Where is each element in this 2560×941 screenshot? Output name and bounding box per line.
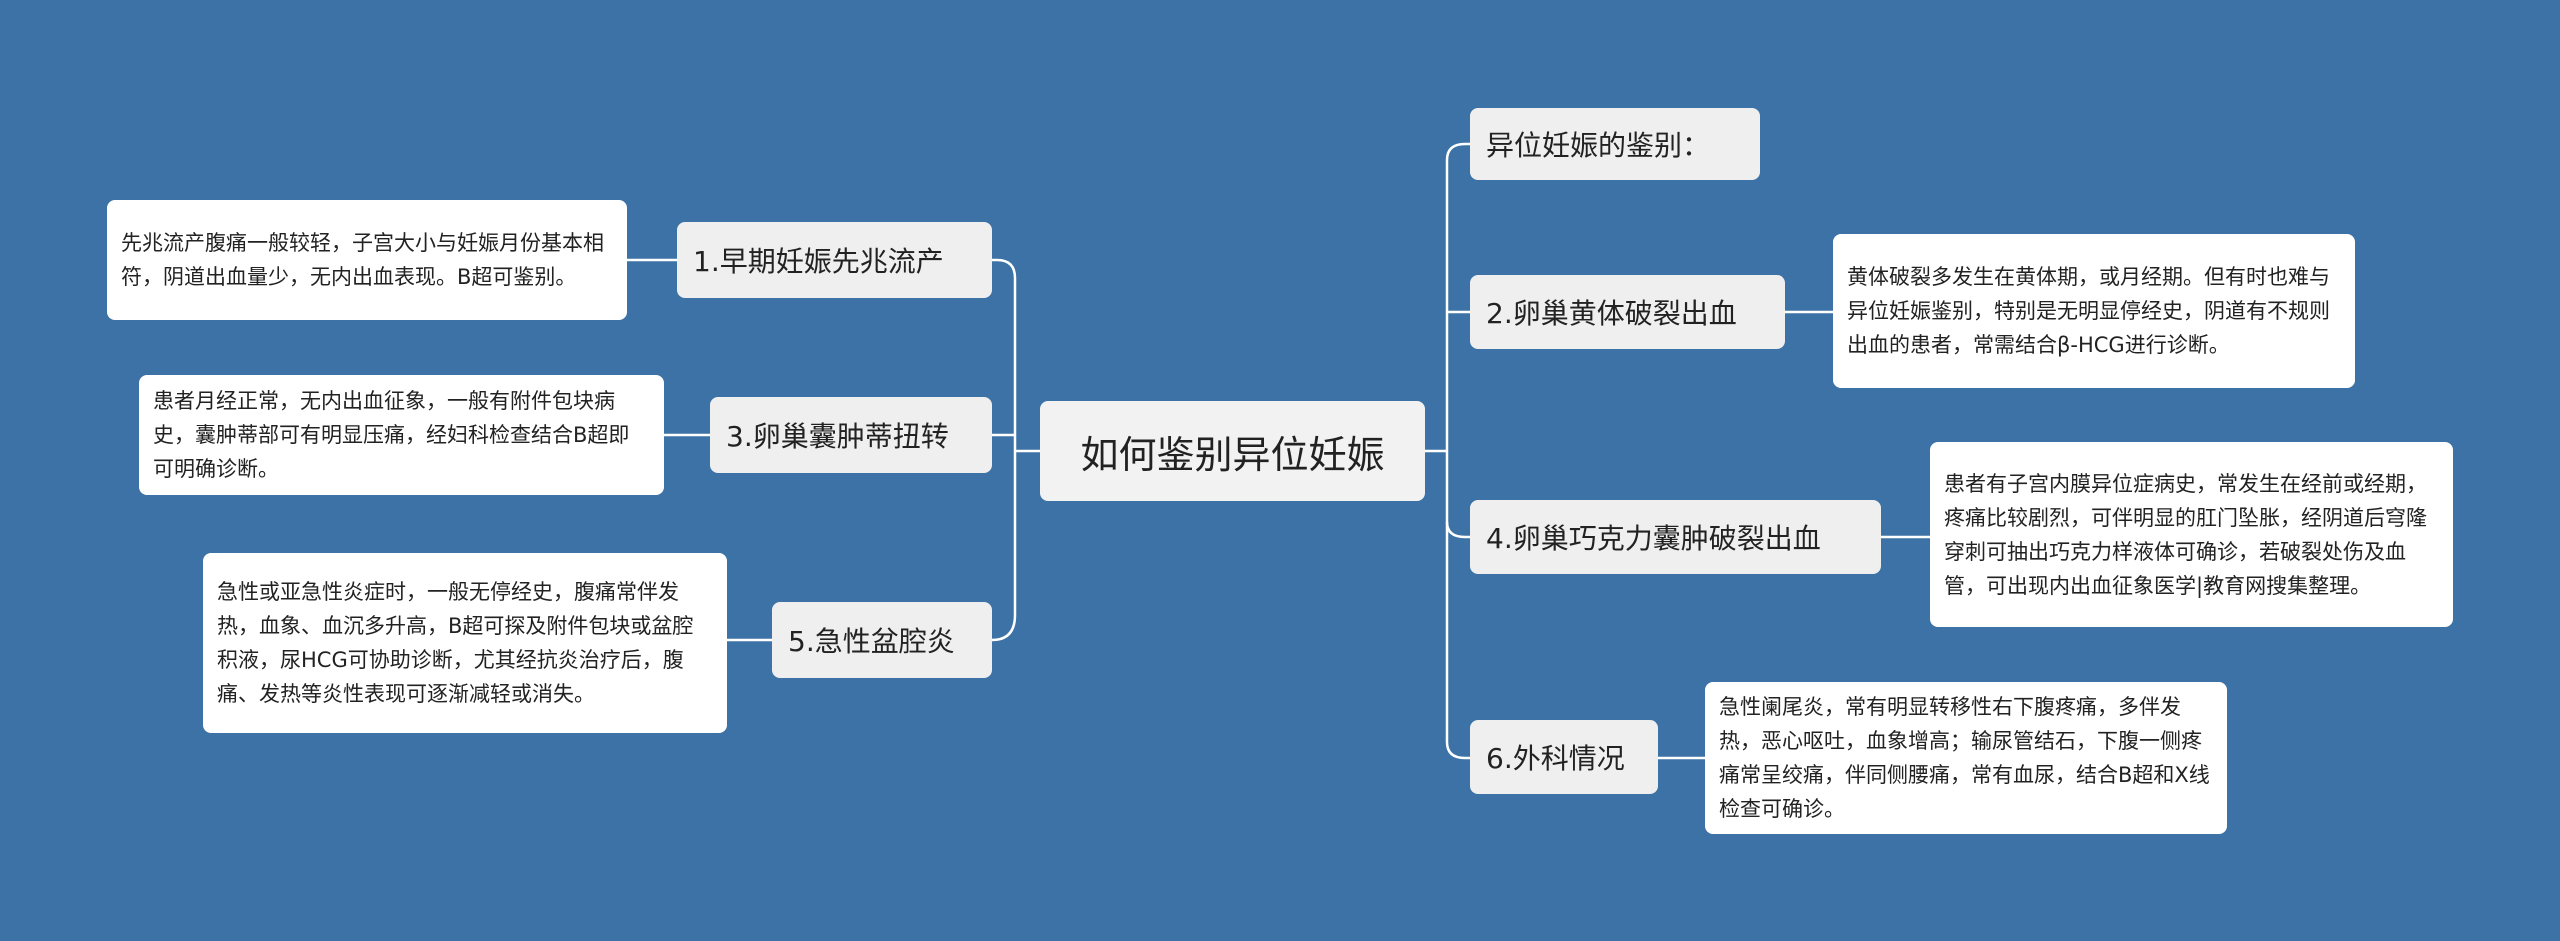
branch-label: 5.急性盆腔炎 bbox=[788, 625, 955, 658]
leaf-text: 患者月经正常，无内出血征象，一般有附件包块病史，囊肿蒂部可有明显压痛，经妇科检查… bbox=[153, 389, 630, 481]
branch-pelvic-inflammation[interactable]: 5.急性盆腔炎 bbox=[772, 602, 992, 678]
leaf-text: 先兆流产腹痛一般较轻，子宫大小与妊娠月份基本相符，阴道出血量少，无内出血表现。B… bbox=[121, 231, 604, 289]
branch-chocolate-cyst-rupture[interactable]: 4.卵巢巧克力囊肿破裂出血 bbox=[1470, 500, 1881, 574]
leaf-chocolate-cyst-rupture[interactable]: 患者有子宫内膜异位症病史，常发生在经前或经期，疼痛比较剧烈，可伴明显的肛门坠胀，… bbox=[1930, 442, 2453, 627]
leaf-early-miscarriage[interactable]: 先兆流产腹痛一般较轻，子宫大小与妊娠月份基本相符，阴道出血量少，无内出血表现。B… bbox=[107, 200, 627, 320]
leaf-text: 黄体破裂多发生在黄体期，或月经期。但有时也难与异位妊娠鉴别，特别是无明显停经史，… bbox=[1847, 265, 2330, 357]
branch-corpus-luteum-rupture[interactable]: 2.卵巢黄体破裂出血 bbox=[1470, 275, 1785, 349]
branch-label: 1.早期妊娠先兆流产 bbox=[693, 245, 944, 278]
branch-label: 3.卵巢囊肿蒂扭转 bbox=[726, 420, 949, 453]
leaf-text: 急性或亚急性炎症时，一般无停经史，腹痛常伴发热，血象、血沉多升高，B超可探及附件… bbox=[217, 580, 694, 706]
branch-differential-heading[interactable]: 异位妊娠的鉴别： bbox=[1470, 108, 1760, 180]
branch-label: 异位妊娠的鉴别： bbox=[1486, 129, 1711, 162]
leaf-ovarian-torsion[interactable]: 患者月经正常，无内出血征象，一般有附件包块病史，囊肿蒂部可有明显压痛，经妇科检查… bbox=[139, 375, 664, 495]
branch-label: 2.卵巢黄体破裂出血 bbox=[1486, 297, 1737, 330]
root-topic-label: 如何鉴别异位妊娠 bbox=[1080, 432, 1385, 477]
leaf-pelvic-inflammation[interactable]: 急性或亚急性炎症时，一般无停经史，腹痛常伴发热，血象、血沉多升高，B超可探及附件… bbox=[203, 553, 727, 733]
leaf-text: 患者有子宫内膜异位症病史，常发生在经前或经期，疼痛比较剧烈，可伴明显的肛门坠胀，… bbox=[1944, 471, 2427, 598]
branch-early-miscarriage[interactable]: 1.早期妊娠先兆流产 bbox=[677, 222, 992, 298]
branch-label: 4.卵巢巧克力囊肿破裂出血 bbox=[1486, 522, 1821, 555]
root-topic[interactable]: 如何鉴别异位妊娠 bbox=[1040, 401, 1425, 501]
leaf-text: 急性阑尾炎，常有明显转移性右下腹疼痛，多伴发热，恶心呕吐，血象增高；输尿管结石，… bbox=[1719, 695, 2210, 821]
branch-surgical-conditions[interactable]: 6.外科情况 bbox=[1470, 720, 1658, 794]
leaf-corpus-luteum-rupture[interactable]: 黄体破裂多发生在黄体期，或月经期。但有时也难与异位妊娠鉴别，特别是无明显停经史，… bbox=[1833, 234, 2355, 388]
branch-ovarian-torsion[interactable]: 3.卵巢囊肿蒂扭转 bbox=[710, 397, 992, 473]
branch-label: 6.外科情况 bbox=[1486, 742, 1625, 775]
leaf-surgical-conditions[interactable]: 急性阑尾炎，常有明显转移性右下腹疼痛，多伴发热，恶心呕吐，血象增高；输尿管结石，… bbox=[1705, 682, 2227, 834]
